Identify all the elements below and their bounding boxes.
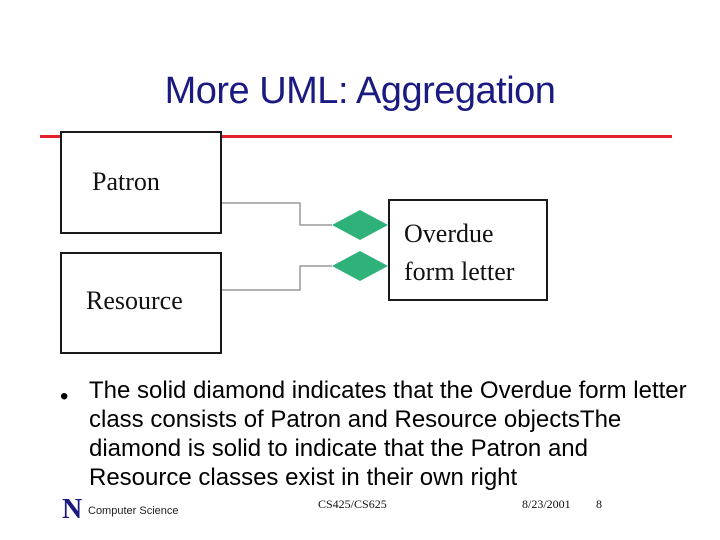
- footer-page-number: 8: [596, 497, 602, 511]
- class-label-patron: Patron: [92, 167, 160, 196]
- footer-department: Computer Science: [88, 505, 179, 517]
- logo-n-icon: N: [62, 494, 83, 525]
- class-label-overdue-form-letter: Overdue form letter: [404, 219, 515, 286]
- class-box-overdue-form-letter: Overdue form letter: [388, 199, 548, 301]
- footer-course: CS425/CS625: [318, 497, 387, 511]
- resource-connector: [222, 265, 332, 291]
- class-box-resource: Resource: [60, 252, 222, 354]
- bullet-marker: •: [60, 383, 69, 410]
- footer-date: 8/23/2001: [522, 497, 571, 511]
- resource-solid-diamond: [332, 251, 388, 281]
- patron-solid-diamond: [332, 210, 388, 240]
- class-box-patron: Patron: [60, 131, 222, 234]
- slide-title: More UML: Aggregation: [164, 70, 556, 112]
- class-label-resource: Resource: [86, 286, 183, 315]
- bullet-text: The solid diamond indicates that the Ove…: [89, 377, 687, 491]
- patron-connector: [222, 202, 332, 226]
- title-underline: [40, 135, 672, 138]
